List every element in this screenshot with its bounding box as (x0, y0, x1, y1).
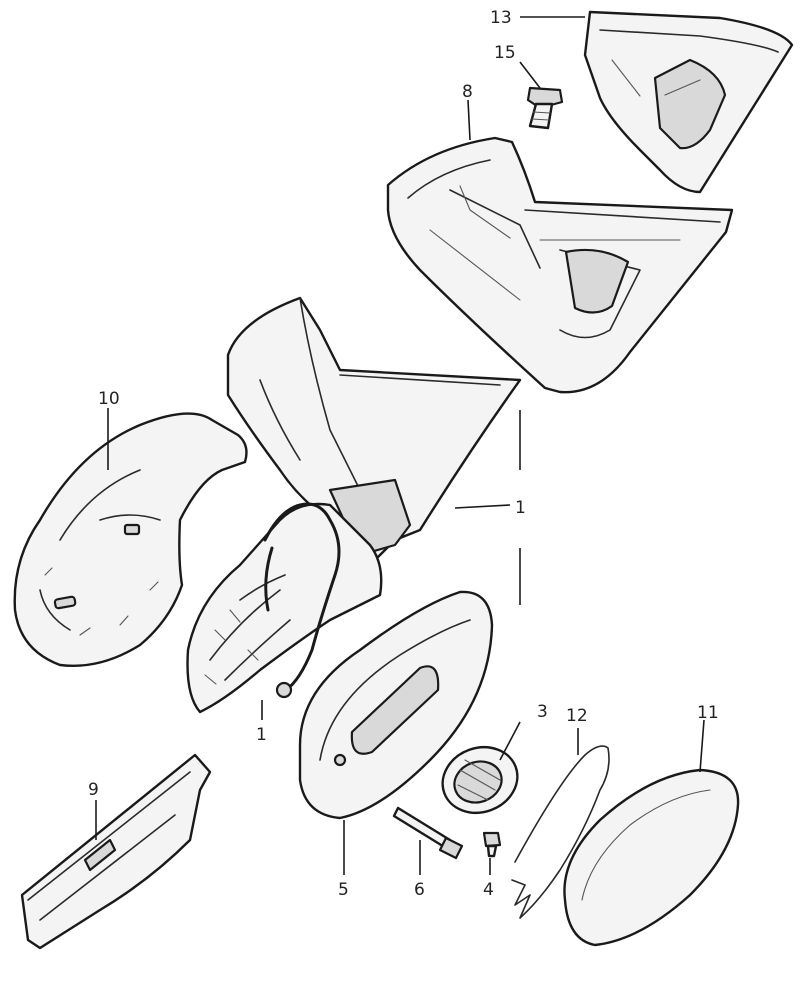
callout-6: 6 (414, 880, 425, 900)
part-1-mirror-body (226, 296, 522, 562)
part-6-bolt (392, 806, 464, 860)
callout-4: 4 (483, 880, 494, 900)
part-10-shell-cover (13, 412, 248, 667)
callout-12: 12 (566, 706, 588, 726)
callout-10: 10 (98, 389, 120, 409)
part-8-housing-base (386, 136, 734, 394)
part-11-mirror-glass (563, 768, 740, 947)
callout-3: 3 (537, 702, 548, 722)
callout-15: 15 (494, 43, 516, 63)
leader-lines (95, 16, 705, 875)
callout-9: 9 (88, 780, 99, 800)
part-1-motor-assembly (186, 502, 383, 714)
part-13-cover-cap (583, 10, 794, 194)
callout-13: 13 (490, 8, 512, 28)
callout-8: 8 (462, 82, 473, 102)
callout-1-upper: 1 (515, 498, 526, 518)
callout-1-lower: 1 (256, 725, 267, 745)
part-9-lower-trim (20, 753, 212, 950)
callout-labels: 13 15 8 10 1 1 3 12 11 9 5 6 4 (88, 8, 719, 900)
part-5-glass-carrier (298, 590, 494, 820)
part-4-small-screw (482, 831, 502, 858)
callout-11: 11 (697, 703, 719, 723)
part-15-screw (526, 86, 564, 130)
part-3-adjuster-disc (441, 746, 519, 814)
callout-5: 5 (338, 880, 349, 900)
part-12-heating-pad (511, 745, 610, 919)
